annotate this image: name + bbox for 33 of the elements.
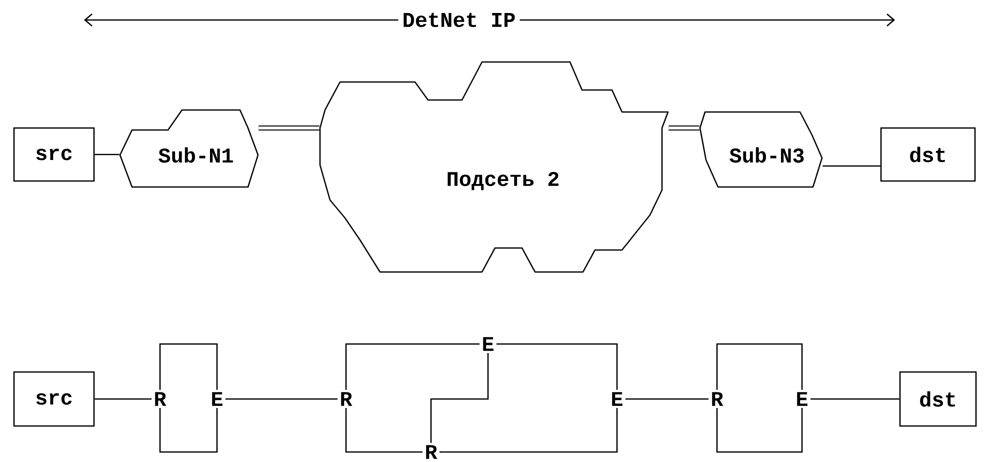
node-letter: R bbox=[423, 444, 439, 460]
connector-line bbox=[94, 154, 120, 156]
connector-line bbox=[258, 126, 320, 130]
connector-line bbox=[439, 408, 618, 453]
connector-line bbox=[496, 343, 618, 390]
connector-line bbox=[225, 398, 338, 400]
connector-line bbox=[810, 398, 900, 400]
host-box: dst bbox=[880, 127, 976, 182]
node-letter: R bbox=[152, 390, 168, 408]
node-letter: E bbox=[609, 390, 625, 408]
subnet-cloud: Sub-N1 bbox=[119, 109, 259, 188]
host-box: src bbox=[13, 371, 95, 427]
node-letter: R bbox=[709, 390, 725, 408]
subnet-cloud: Подсеть 2 bbox=[319, 61, 669, 273]
node-letter: E bbox=[480, 336, 496, 352]
connector-line bbox=[345, 343, 480, 390]
node-letter: R bbox=[338, 390, 354, 408]
connector-line bbox=[159, 343, 218, 390]
span-label: DetNet IP bbox=[398, 8, 520, 32]
host-box: dst bbox=[899, 371, 977, 427]
connector-line bbox=[345, 408, 423, 453]
node-letter: E bbox=[209, 390, 225, 408]
connector-line bbox=[430, 353, 489, 443]
node-letter: E bbox=[794, 390, 810, 408]
host-box: src bbox=[13, 127, 95, 182]
subnet-cloud: Sub-N3 bbox=[699, 111, 823, 188]
connector-line bbox=[159, 408, 218, 453]
connector-line bbox=[716, 408, 803, 453]
connector-line bbox=[668, 126, 700, 130]
connector-line bbox=[716, 343, 803, 390]
connector-line bbox=[822, 165, 880, 167]
connector-line bbox=[625, 398, 709, 400]
connector-line bbox=[94, 398, 152, 400]
